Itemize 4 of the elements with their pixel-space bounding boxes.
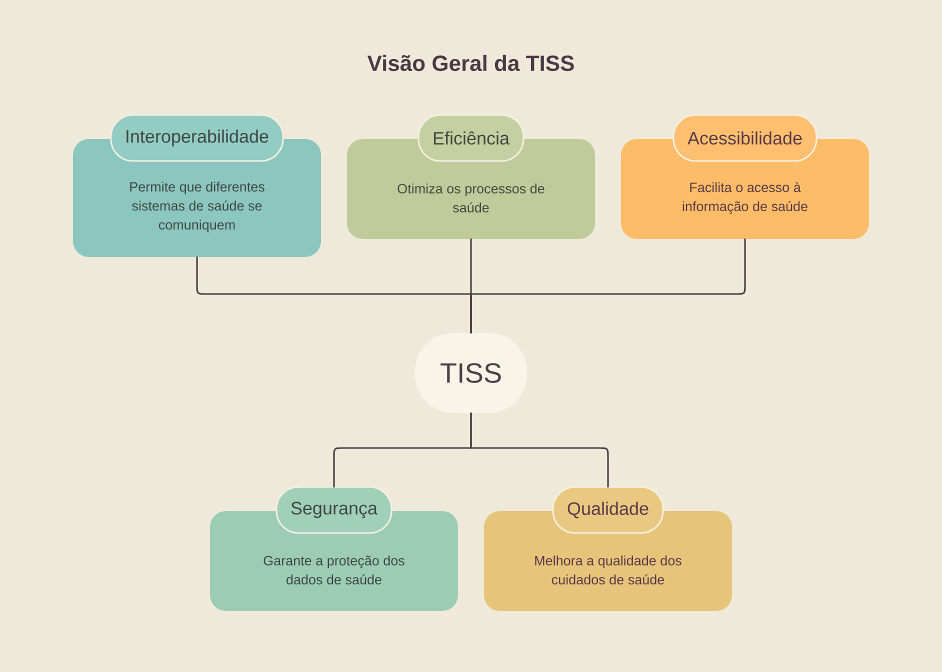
connector-line [470, 238, 746, 334]
diagram-title: Visão Geral da TISS [367, 54, 574, 72]
center-bubble: TISS [415, 333, 527, 413]
connector-line [470, 412, 609, 488]
